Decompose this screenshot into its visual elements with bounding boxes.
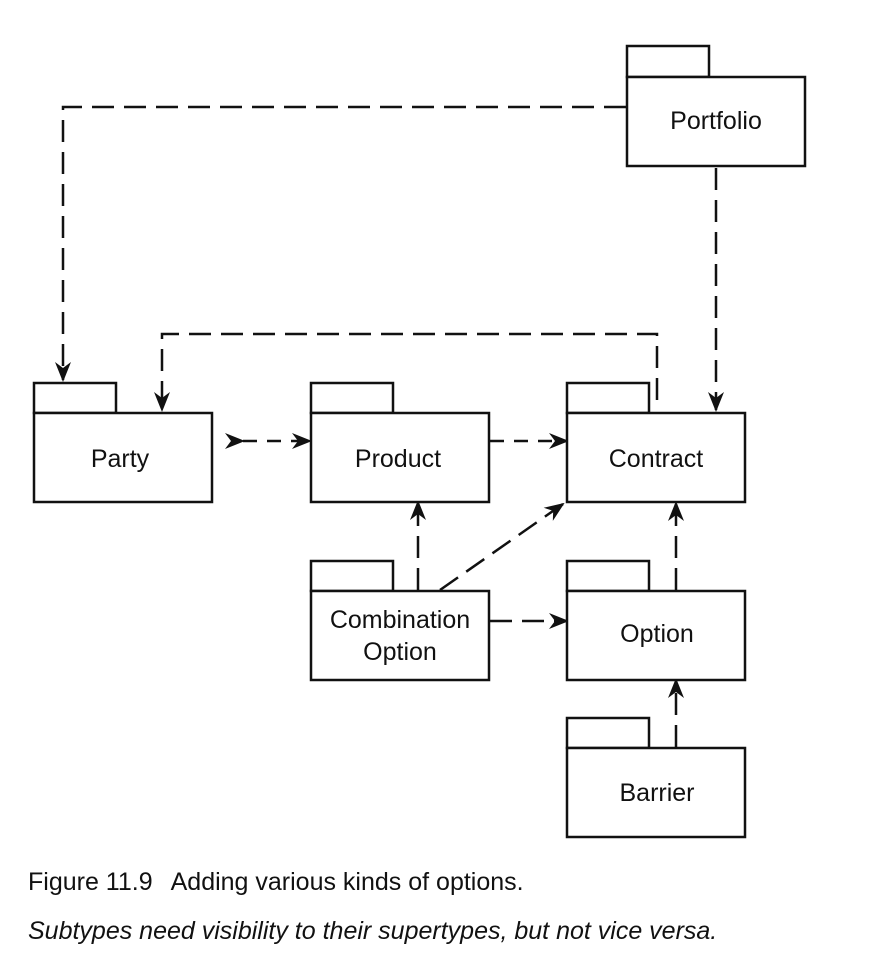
package-portfolio-label: Portfolio [670, 107, 762, 135]
package-combination-option-label-line1: Combination [330, 606, 470, 634]
package-option [565, 559, 747, 682]
package-barrier [565, 716, 747, 839]
dependency-portfolio-to-party [55, 105, 626, 382]
package-product [309, 381, 491, 504]
package-product-label: Product [355, 445, 441, 473]
package-contract [565, 381, 747, 504]
package-party [32, 381, 214, 504]
package-combination-option [309, 559, 491, 682]
figure-number: Figure 11.9 [28, 868, 153, 896]
figure-title: Adding various kinds of options. [170, 868, 524, 896]
dependency-combination-option-to-contract [439, 502, 565, 592]
package-combination-option-label-line2: Option [363, 638, 437, 666]
package-party-label: Party [91, 445, 150, 473]
package-contract-label: Contract [609, 445, 704, 473]
dependency-contract-to-party [154, 332, 659, 412]
package-option-label: Option [620, 620, 694, 648]
package-barrier-label: Barrier [619, 779, 694, 807]
figure-caption: Figure 11.9 Adding various kinds of optio… [28, 868, 524, 897]
package-dependency-diagram: Portfolio Party Product Contract Combina… [32, 44, 807, 839]
figure-subcaption: Subtypes need visibility to their supert… [28, 917, 718, 945]
package-portfolio [625, 44, 807, 168]
